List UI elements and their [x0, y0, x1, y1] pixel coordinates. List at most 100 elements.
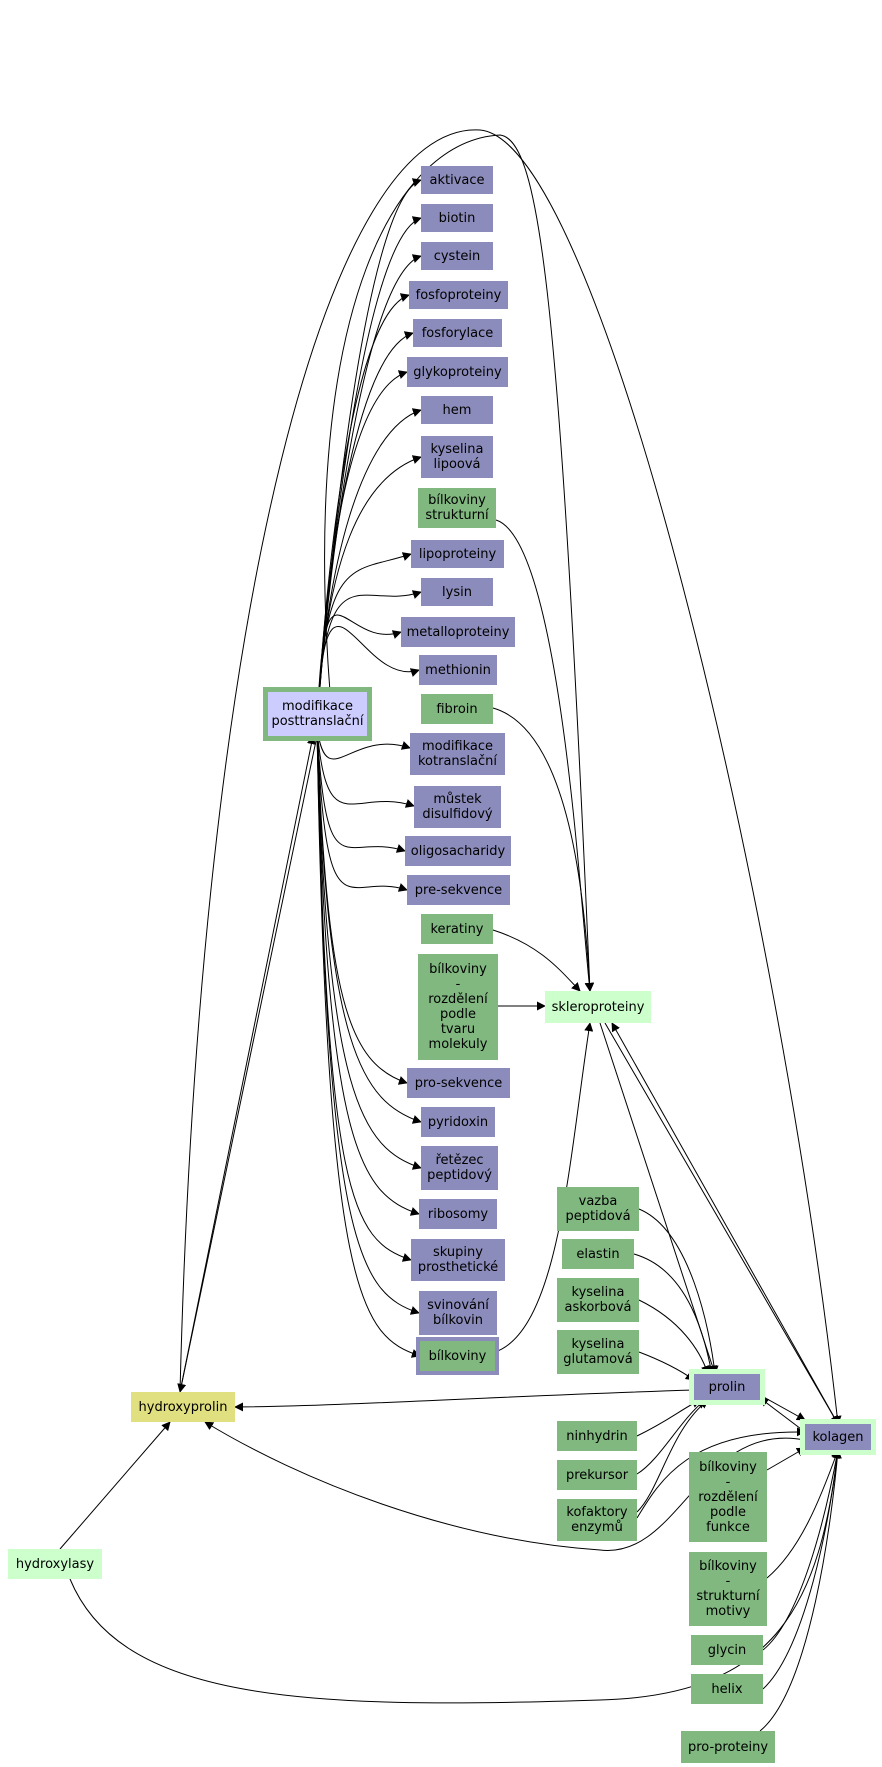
edge-cystein — [316, 254, 422, 727]
node-label: bílkoviny — [699, 1559, 757, 1574]
node-cystein: cystein — [421, 242, 493, 270]
node-label: oligosacharidy — [410, 843, 506, 859]
node-prekursor: prekursor — [557, 1460, 637, 1490]
edge-helix-kolagen — [762, 1449, 842, 1690]
edge-hydroxylasy-hydroxyprolin — [59, 1421, 171, 1550]
node-label: kyselina — [430, 442, 484, 457]
edge-mustek-disulfidovy — [316, 727, 415, 808]
node-helix: helix — [691, 1674, 763, 1704]
node-label: ninhydrin — [566, 1428, 628, 1444]
node-label: pyridoxin — [427, 1114, 489, 1130]
edge-glycin-kolagen — [762, 1449, 841, 1651]
node-label: glycin — [707, 1642, 747, 1658]
node-label: ribosomy — [427, 1206, 489, 1222]
edge-kofaktory-prolin — [636, 1399, 709, 1513]
edge-sklero-kolagen — [604, 1022, 839, 1425]
edge-funkce-kolagen — [766, 1447, 806, 1471]
edge-modifikace-kotranslacni — [316, 727, 411, 760]
edge-top-sklero — [324, 134, 595, 992]
node-label: pro-sekvence — [414, 1075, 503, 1091]
node-label: skleroproteiny — [551, 999, 645, 1015]
node-label: cystein — [433, 248, 481, 264]
node-pyridoxin: pyridoxin — [421, 1107, 495, 1137]
node-label: kyselina — [571, 1337, 625, 1352]
edge-glutamova-prolin — [638, 1351, 695, 1381]
node-label: glutamová — [563, 1352, 633, 1367]
node-label: enzymů — [571, 1520, 623, 1535]
node-label: peptidová — [565, 1209, 631, 1224]
node-label: pro-proteiny — [687, 1739, 769, 1755]
node-pro-sekvence: pro-sekvence — [407, 1068, 510, 1098]
node-label: aktivace — [429, 172, 485, 188]
node-fosfoproteiny: fosfoproteiny — [409, 281, 508, 309]
node-keratiny: keratiny — [421, 914, 493, 944]
node-label: pre-sekvence — [414, 882, 503, 898]
edge-hydroxylasy-kolagen — [69, 1449, 842, 1704]
node-label: rozdělení — [698, 1489, 758, 1505]
node-label: glykoproteiny — [413, 364, 502, 380]
node-label: peptidový — [427, 1168, 492, 1183]
node-hem: hem — [421, 396, 493, 424]
node-label: - — [725, 1574, 731, 1589]
node-hydroxylasy: hydroxylasy — [8, 1549, 102, 1579]
node-label: kyselina — [571, 1285, 625, 1300]
edge-motivy-kolagen — [766, 1449, 840, 1579]
edge-ninhydrin-prolin — [636, 1399, 701, 1437]
edge-skupiny-prosthetic — [316, 727, 412, 1262]
node-label: fosfoproteiny — [415, 287, 502, 303]
node-label: bílkoviny — [428, 1348, 487, 1364]
edge-strukturni-sklero — [495, 519, 594, 992]
node-label: prekursor — [565, 1467, 629, 1483]
node-label: metalloproteiny — [406, 624, 510, 640]
node-label: - — [455, 977, 461, 992]
node-label: lipoproteiny — [418, 546, 497, 562]
edge-prekursor-prolin — [636, 1399, 706, 1475]
node-label: - — [725, 1474, 731, 1490]
node-hydroxyprolin: hydroxyprolin — [131, 1392, 235, 1422]
edge-retezec-peptidovy — [316, 727, 422, 1170]
node-label: podle — [709, 1504, 747, 1520]
node-label: helix — [711, 1681, 743, 1697]
node-fosforylace: fosforylace — [413, 319, 502, 347]
edge-hydroxyprolin-kolagen-arch — [179, 129, 842, 1425]
edge-ribosomy — [316, 727, 420, 1216]
edge-pro-sekvence — [316, 727, 408, 1085]
edge-metalloproteiny — [316, 614, 402, 727]
node-label: strukturní — [425, 508, 489, 523]
edge-sklero-prolin — [599, 1022, 717, 1375]
edge-elastin-prolin — [633, 1253, 715, 1375]
node-prolin: prolin — [689, 1369, 765, 1405]
edge-prolin-hydroxyprolin — [234, 1389, 695, 1412]
node-aktivace: aktivace — [421, 166, 493, 194]
edge-proproteiny-kolagen — [759, 1449, 842, 1732]
node-label: rozdělení — [428, 992, 488, 1007]
node-label: hydroxylasy — [15, 1556, 95, 1572]
node-label: bílkovin — [432, 1313, 484, 1328]
node-biotin: biotin — [421, 204, 493, 232]
node-label: prolin — [708, 1379, 746, 1395]
node-label: skupiny — [433, 1245, 483, 1260]
node-label: elastin — [576, 1246, 620, 1262]
edge-svinovani-bilkovin — [316, 727, 420, 1315]
edge-kyselina-lipoova — [316, 455, 422, 727]
node-label: disulfidový — [422, 807, 493, 822]
edge-pre-sekvence — [316, 727, 408, 892]
node-pro-proteiny: pro-proteiny — [681, 1731, 775, 1763]
node-metalloproteiny: metalloproteiny — [401, 617, 515, 647]
node-label: keratiny — [430, 921, 484, 937]
node-label: vazba — [578, 1194, 618, 1209]
node-label: bílkoviny — [429, 962, 487, 977]
node-label: můstek — [433, 792, 482, 807]
edge-glykoproteiny — [316, 370, 408, 727]
